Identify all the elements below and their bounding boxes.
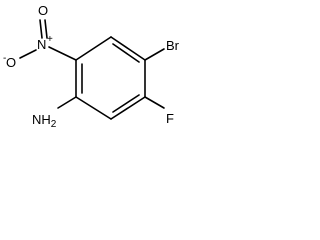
ring-bond-top-left	[75, 36, 112, 61]
atom-bromine: Br	[166, 38, 180, 53]
ring-bond-bottom-right	[110, 96, 146, 120]
bond-nitro-to-oxygen-single	[19, 49, 37, 59]
ring-bond-top-right-inner	[112, 43, 140, 63]
amine-subscript: 2	[51, 119, 57, 130]
ring-bond-top-right	[110, 36, 146, 61]
nitro-positive-charge: +	[47, 34, 53, 45]
atom-fluorine: F	[166, 111, 174, 126]
bond-nitro-to-oxygen-double-b	[44, 19, 48, 39]
amine-label: NH	[32, 112, 51, 127]
oxygen-negative-charge: -	[3, 53, 6, 64]
chemical-structure: O N + O - Br F NH2	[3, 3, 180, 130]
bond-ring-to-nitro	[48, 46, 77, 61]
bond-ring-to-amine	[57, 96, 77, 109]
atom-oxygen-double: O	[38, 3, 48, 18]
benzene-ring	[75, 36, 146, 120]
ring-bond-bottom-left	[75, 96, 112, 120]
bond-ring-to-bromine	[144, 48, 165, 61]
ring-bond-bottom-right-inner	[112, 94, 140, 113]
atom-amine: NH2	[32, 112, 57, 130]
atom-nitro-nitrogen: N	[37, 37, 46, 52]
bond-ring-to-fluorine	[144, 96, 165, 109]
bond-nitro-to-oxygen-double-a	[39, 19, 43, 39]
atom-oxygen-single: O	[6, 55, 16, 70]
